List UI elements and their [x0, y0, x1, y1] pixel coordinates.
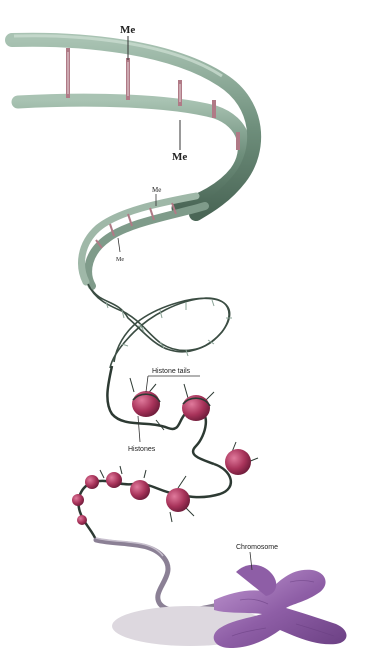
helix-backbone-lower [18, 100, 244, 208]
histone-octamer [85, 475, 99, 489]
condensed-chromatin [96, 538, 214, 611]
methyl-mark-right: Me [172, 120, 187, 163]
chromatin-fiber-upper [107, 366, 214, 464]
histones-label: Histones [128, 446, 156, 453]
chromosome [214, 565, 347, 648]
methyl-label-right: Me [172, 151, 187, 163]
histone-tails-callout: Histone tails [146, 368, 200, 392]
histone-octamer [106, 472, 122, 488]
histone-octamer [225, 449, 251, 475]
dna-double-helix-large [12, 36, 254, 214]
histone-octamer [130, 480, 150, 500]
methyl-label-top: Me [120, 24, 135, 36]
methyl-label-mid: Me [152, 186, 161, 194]
histone-tails-label: Histone tails [152, 368, 191, 375]
histone-octamer [166, 488, 190, 512]
chromatin-fiber-lower [72, 442, 258, 540]
methyl-mark-small: Me [116, 238, 124, 263]
dna-twisted-loop [88, 284, 232, 368]
chromosome-label: Chromosome [236, 544, 278, 551]
histone-octamer [72, 494, 84, 506]
histone-octamer [77, 515, 87, 525]
methyl-label-small: Me [116, 257, 124, 263]
dna-double-helix-medium [82, 196, 205, 286]
